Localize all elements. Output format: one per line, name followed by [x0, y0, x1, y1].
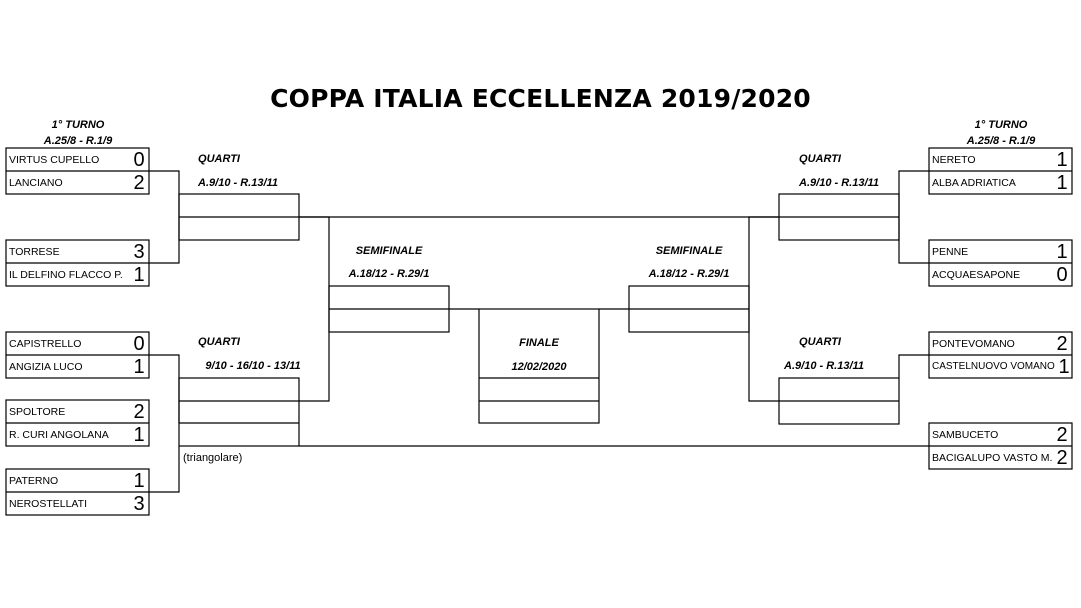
- right-quarti-top-label: QUARTI: [799, 153, 841, 165]
- team-score: 3: [133, 493, 145, 515]
- left-quarti-bottom-label: QUARTI: [198, 336, 240, 348]
- page-title: COPPA ITALIA ECCELLENZA 2019/2020: [270, 84, 811, 113]
- team-score: 1: [133, 264, 145, 286]
- team-name: ACQUAESAPONE: [932, 269, 1021, 281]
- team-name: ALBA ADRIATICA: [932, 177, 1016, 189]
- team-name: BACIGALUPO VASTO M.: [932, 452, 1053, 464]
- right-quarti-bottom-dates: A.9/10 - R.13/11: [784, 360, 864, 372]
- team-name: NERETO: [932, 154, 976, 166]
- left-round1-dates: A.25/8 - R.1/9: [43, 135, 113, 147]
- team-name: PENNE: [932, 246, 969, 258]
- team-score: 2: [133, 401, 145, 423]
- team-name: VIRTUS CUPELLO: [9, 154, 100, 166]
- team-name: PATERNO: [9, 475, 59, 487]
- team-name: PONTEVOMANO: [932, 338, 1015, 350]
- team-score: 2: [1056, 447, 1068, 469]
- team-name: IL DELFINO FLACCO P.: [9, 269, 123, 281]
- team-score: 0: [133, 333, 145, 355]
- team-score: 0: [1056, 264, 1068, 286]
- team-name: CASTELNUOVO VOMANO: [932, 361, 1055, 372]
- right-semifinal-label: SEMIFINALE: [655, 245, 723, 257]
- triangolare-note: (triangolare): [183, 452, 243, 464]
- left-round1-header: 1° TURNO: [51, 119, 105, 131]
- team-name: R. CURI ANGOLANA: [9, 429, 109, 441]
- right-semifinal-dates: A.18/12 - R.29/1: [648, 268, 730, 280]
- team-name: LANCIANO: [9, 177, 63, 189]
- team-score: 1: [133, 424, 145, 446]
- team-score: 3: [133, 241, 145, 263]
- left-semifinal-label: SEMIFINALE: [355, 245, 423, 257]
- team-name: TORRESE: [9, 246, 60, 258]
- team-name: NEROSTELLATI: [9, 498, 87, 510]
- left-quarti-top-dates: A.9/10 - R.13/11: [198, 177, 278, 189]
- team-score: 2: [1056, 424, 1068, 446]
- team-name: CAPISTRELLO: [9, 338, 82, 350]
- right-round1-header: 1° TURNO: [974, 119, 1028, 131]
- right-quarti-bottom-label: QUARTI: [799, 336, 841, 348]
- final-label: FINALE: [519, 337, 559, 349]
- team-score: 1: [1056, 149, 1068, 171]
- final-date: 12/02/2020: [511, 361, 567, 373]
- team-score: 2: [133, 172, 145, 194]
- team-name: SPOLTORE: [9, 406, 66, 418]
- team-name: SAMBUCETO: [932, 429, 999, 441]
- team-score: 1: [133, 470, 145, 492]
- team-name: ANGIZIA LUCO: [9, 361, 83, 373]
- left-quarti-top-label: QUARTI: [198, 153, 240, 165]
- team-score: 2: [1056, 333, 1068, 355]
- team-score: 0: [133, 149, 145, 171]
- right-round1-dates: A.25/8 - R.1/9: [966, 135, 1036, 147]
- team-score: 1: [1056, 172, 1068, 194]
- left-semifinal-dates: A.18/12 - R.29/1: [348, 268, 430, 280]
- team-score: 1: [1058, 356, 1070, 378]
- left-quarti-bottom-dates: 9/10 - 16/10 - 13/11: [205, 360, 301, 372]
- team-score: 1: [1056, 241, 1068, 263]
- right-quarti-top-dates: A.9/10 - R.13/11: [799, 177, 879, 189]
- team-score: 1: [133, 356, 145, 378]
